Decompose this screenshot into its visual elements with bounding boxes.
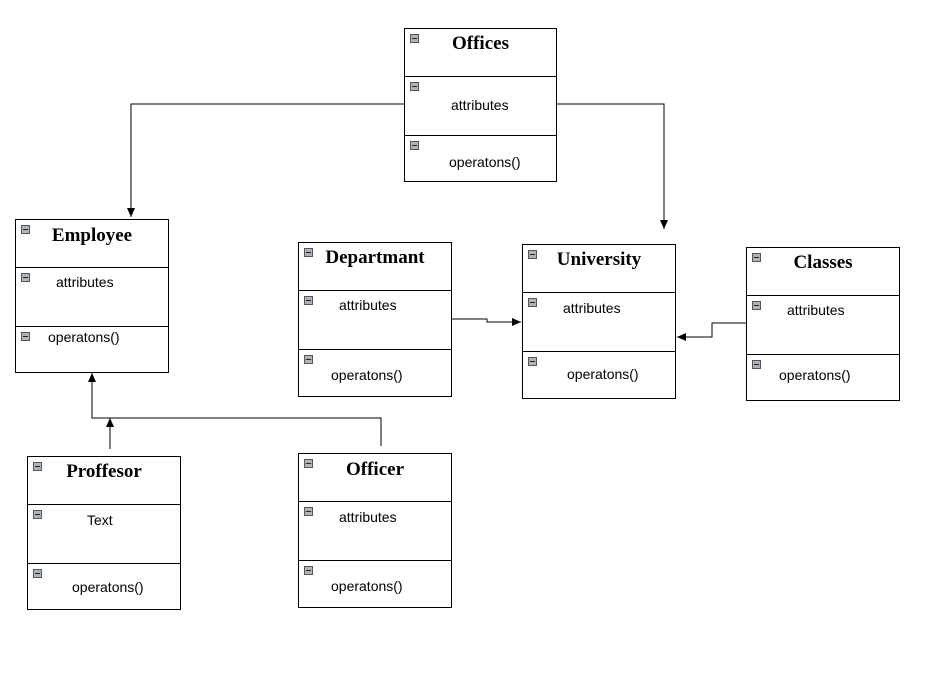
offices-operations-section: operatons() bbox=[405, 135, 556, 181]
offices-attributes-section: attributes bbox=[405, 76, 556, 135]
collapse-icon[interactable] bbox=[528, 298, 537, 307]
classes-operations-section: operatons() bbox=[747, 354, 899, 400]
collapse-icon[interactable] bbox=[33, 569, 42, 578]
operations-text[interactable]: operatons() bbox=[567, 366, 639, 382]
university-attributes-section: attributes bbox=[523, 292, 675, 351]
operations-text[interactable]: operatons() bbox=[779, 367, 851, 383]
operations-text[interactable]: operatons() bbox=[449, 154, 521, 170]
collapse-icon[interactable] bbox=[528, 250, 537, 259]
edge-department-university[interactable] bbox=[452, 318, 521, 326]
collapse-icon[interactable] bbox=[304, 507, 313, 516]
department-name-section: Departmant bbox=[299, 243, 451, 290]
operations-text[interactable]: operatons() bbox=[48, 329, 120, 345]
employee-attributes-section: attributes bbox=[16, 267, 168, 326]
employee-operations-section: operatons() bbox=[16, 326, 168, 372]
department-attributes-section: attributes bbox=[299, 290, 451, 349]
collapse-icon[interactable] bbox=[752, 301, 761, 310]
class-offices[interactable]: Offices attributes operatons() bbox=[404, 28, 557, 182]
collapse-icon[interactable] bbox=[33, 462, 42, 471]
university-operations-section: operatons() bbox=[523, 351, 675, 398]
operations-text[interactable]: operatons() bbox=[72, 579, 144, 595]
class-name: Proffesor bbox=[66, 461, 142, 482]
officer-name-section: Officer bbox=[299, 454, 451, 501]
classes-attributes-section: attributes bbox=[747, 295, 899, 354]
class-name: University bbox=[556, 249, 642, 270]
attributes-text[interactable]: attributes bbox=[56, 274, 114, 290]
attributes-text[interactable]: Text bbox=[87, 512, 113, 528]
class-name: Offices bbox=[452, 33, 509, 54]
collapse-icon[interactable] bbox=[21, 225, 30, 234]
offices-name-section: Offices bbox=[405, 29, 556, 76]
class-university[interactable]: University attributes operatons() bbox=[522, 244, 676, 399]
collapse-icon[interactable] bbox=[410, 82, 419, 91]
collapse-icon[interactable] bbox=[410, 34, 419, 43]
operations-text[interactable]: operatons() bbox=[331, 367, 403, 383]
attributes-text[interactable]: attributes bbox=[339, 509, 397, 525]
officer-operations-section: operatons() bbox=[299, 560, 451, 607]
class-name: Employee bbox=[51, 225, 133, 246]
collapse-icon[interactable] bbox=[528, 357, 537, 366]
attributes-text[interactable]: attributes bbox=[787, 302, 845, 318]
class-classes[interactable]: Classes attributes operatons() bbox=[746, 247, 900, 401]
edge-classes-university[interactable] bbox=[677, 322, 746, 341]
collapse-icon[interactable] bbox=[752, 360, 761, 369]
department-operations-section: operatons() bbox=[299, 349, 451, 396]
employee-name-section: Employee bbox=[16, 220, 168, 267]
class-employee[interactable]: Employee attributes operatons() bbox=[15, 219, 169, 373]
professor-name-section: Proffesor bbox=[28, 457, 180, 504]
professor-attributes-section: Text bbox=[28, 504, 180, 563]
collapse-icon[interactable] bbox=[21, 273, 30, 282]
attributes-text[interactable]: attributes bbox=[563, 300, 621, 316]
class-department[interactable]: Departmant attributes operatons() bbox=[298, 242, 452, 397]
collapse-icon[interactable] bbox=[410, 141, 419, 150]
class-officer[interactable]: Officer attributes operatons() bbox=[298, 453, 452, 608]
collapse-icon[interactable] bbox=[304, 296, 313, 305]
collapse-icon[interactable] bbox=[33, 510, 42, 519]
attributes-text[interactable]: attributes bbox=[339, 297, 397, 313]
collapse-icon[interactable] bbox=[304, 248, 313, 257]
professor-operations-section: operatons() bbox=[28, 563, 180, 609]
collapse-icon[interactable] bbox=[752, 253, 761, 262]
collapse-icon[interactable] bbox=[304, 459, 313, 468]
collapse-icon[interactable] bbox=[304, 355, 313, 364]
collapse-icon[interactable] bbox=[21, 332, 30, 341]
class-name: Officer bbox=[345, 459, 404, 480]
edge-officer-employee[interactable] bbox=[88, 373, 382, 446]
classes-name-section: Classes bbox=[747, 248, 899, 295]
operations-text[interactable]: operatons() bbox=[331, 578, 403, 594]
edge-offices-university[interactable] bbox=[557, 103, 668, 229]
class-name: Classes bbox=[793, 252, 853, 273]
class-name: Departmant bbox=[325, 247, 425, 268]
collapse-icon[interactable] bbox=[304, 566, 313, 575]
class-professor[interactable]: Proffesor Text operatons() bbox=[27, 456, 181, 610]
attributes-text[interactable]: attributes bbox=[451, 97, 509, 113]
edge-offices-employee[interactable] bbox=[127, 103, 404, 217]
officer-attributes-section: attributes bbox=[299, 501, 451, 560]
university-name-section: University bbox=[523, 245, 675, 292]
